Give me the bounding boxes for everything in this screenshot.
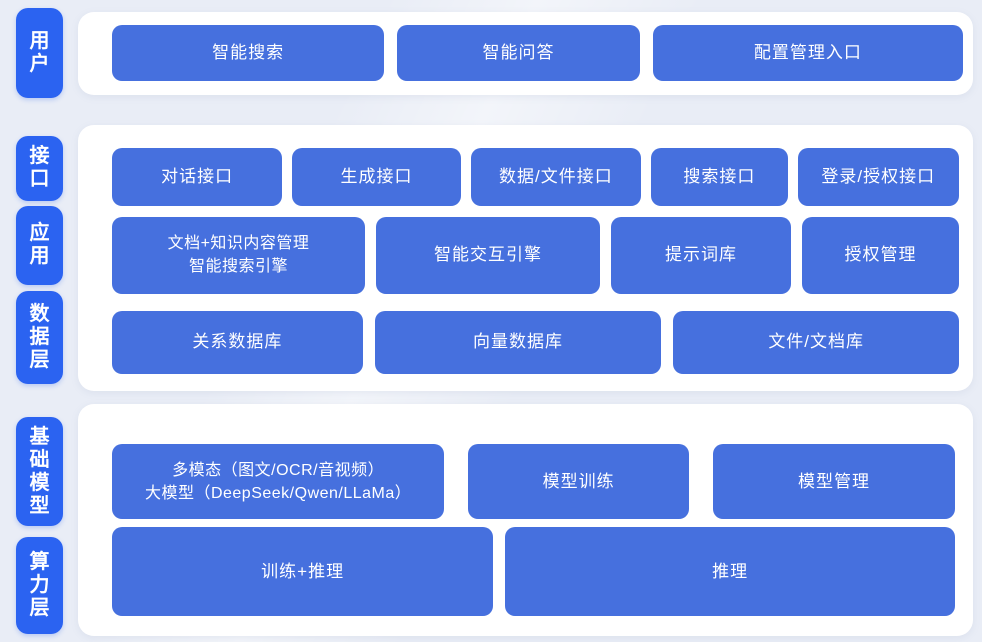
node-smart-qa: 智能问答: [397, 25, 640, 81]
node-login-auth-api-label: 登录/授权接口: [821, 166, 936, 186]
bottom-layer-label-column: 基础模型 算力层: [16, 404, 63, 636]
layer-label-application-text: 应用: [29, 222, 50, 268]
node-data-file-api: 数据/文件接口: [470, 147, 642, 206]
node-interaction-engine: 智能交互引擎: [376, 216, 600, 294]
node-vector-db: 向量数据库: [374, 310, 662, 374]
node-train-infer-label: 训练+推理: [261, 561, 345, 581]
layer-label-compute: 算力层: [16, 537, 63, 634]
node-dialog-api: 对话接口: [112, 147, 283, 206]
node-search-api: 搜索接口: [651, 147, 788, 206]
node-config-entry-label: 配置管理入口: [753, 42, 862, 62]
node-prompt-library-label: 提示词库: [665, 245, 737, 265]
node-doc-engine-line2: 智能搜索引擎: [188, 258, 288, 276]
node-smart-qa-label: 智能问答: [482, 42, 555, 62]
node-doc-engine-line1: 文档+知识内容管理: [167, 235, 310, 253]
node-prompt-library: 提示词库: [611, 216, 791, 294]
layer-label-compute-text: 算力层: [29, 550, 50, 620]
model-row: 多模态（图文/OCR/音视频） 大模型（DeepSeek/Qwen/LLaMa）…: [112, 444, 955, 520]
node-interaction-engine-label: 智能交互引擎: [434, 245, 542, 265]
node-file-doc-store: 文件/文档库: [673, 310, 960, 374]
node-config-entry: 配置管理入口: [652, 25, 963, 81]
node-auth-management-label: 授权管理: [844, 245, 917, 265]
section-bottom-layers: 基础模型 算力层 多模态（图文/OCR/音视频） 大模型（DeepSeek/Qw…: [16, 404, 973, 636]
node-generation-api: 生成接口: [292, 147, 461, 206]
node-smart-search: 智能搜索: [112, 25, 385, 81]
node-data-file-api-label: 数据/文件接口: [499, 166, 613, 186]
node-relational-db-label: 关系数据库: [192, 332, 283, 352]
node-file-doc-store-label: 文件/文档库: [768, 332, 865, 352]
node-auth-management: 授权管理: [802, 216, 959, 294]
panel-bottom-layers: 多模态（图文/OCR/音视频） 大模型（DeepSeek/Qwen/LLaMa）…: [78, 404, 973, 636]
node-doc-knowledge-search-engine: 文档+知识内容管理 智能搜索引擎: [112, 216, 365, 294]
data-row: 关系数据库 向量数据库 文件/文档库: [112, 310, 960, 374]
layer-label-data-text: 数据层: [29, 302, 50, 372]
node-model-training: 模型训练: [468, 444, 690, 520]
node-smart-search-label: 智能搜索: [212, 42, 285, 62]
section-middle-layers: 接口 应用 数据层 对话接口 生成接口 数据/文件接口: [16, 124, 973, 392]
node-multimodal-llm: 多模态（图文/OCR/音视频） 大模型（DeepSeek/Qwen/LLaMa）: [112, 444, 445, 520]
node-model-management-label: 模型管理: [798, 471, 871, 491]
node-login-auth-api: 登录/授权接口: [797, 147, 959, 206]
node-generation-api-label: 生成接口: [340, 166, 413, 186]
layer-label-foundation-model-text: 基础模型: [29, 425, 50, 518]
middle-layer-label-column: 接口 应用 数据层: [16, 125, 63, 392]
user-layer-label-column: 用户: [16, 8, 63, 98]
node-dialog-api-label: 对话接口: [161, 166, 234, 186]
panel-middle-layers: 对话接口 生成接口 数据/文件接口 搜索接口 登录/授权接口 文档+知识内容管理: [78, 124, 973, 392]
panel-user-layer: 智能搜索 智能问答 配置管理入口: [78, 12, 973, 95]
section-user-layer: 用户 智能搜索 智能问答 配置管理入口: [16, 8, 973, 98]
layer-label-data: 数据层: [16, 290, 63, 385]
node-model-management: 模型管理: [713, 444, 955, 520]
node-model-training-label: 模型训练: [542, 471, 615, 491]
node-multimodal-llm-line2: 大模型（DeepSeek/Qwen/LLaMa）: [144, 484, 412, 502]
layer-label-user: 用户: [16, 8, 63, 98]
layer-label-interface: 接口: [16, 135, 63, 201]
layer-label-application: 应用: [16, 205, 63, 285]
layer-label-interface-text: 接口: [29, 145, 50, 191]
node-inference-label: 推理: [712, 561, 749, 581]
node-relational-db: 关系数据库: [112, 310, 363, 374]
application-row: 文档+知识内容管理 智能搜索引擎 智能交互引擎 提示词库 授权管理: [112, 216, 959, 294]
layer-label-foundation-model: 基础模型: [16, 417, 63, 527]
node-vector-db-label: 向量数据库: [473, 332, 564, 352]
node-multimodal-llm-line1: 多模态（图文/OCR/音视频）: [172, 461, 385, 479]
layer-label-user-text: 用户: [29, 29, 50, 75]
node-train-infer: 训练+推理: [112, 527, 494, 617]
node-inference: 推理: [505, 527, 955, 617]
compute-row: 训练+推理 推理: [112, 527, 955, 617]
node-search-api-label: 搜索接口: [683, 166, 756, 186]
interface-row: 对话接口 生成接口 数据/文件接口 搜索接口 登录/授权接口: [112, 147, 959, 206]
user-row: 智能搜索 智能问答 配置管理入口: [112, 25, 963, 81]
